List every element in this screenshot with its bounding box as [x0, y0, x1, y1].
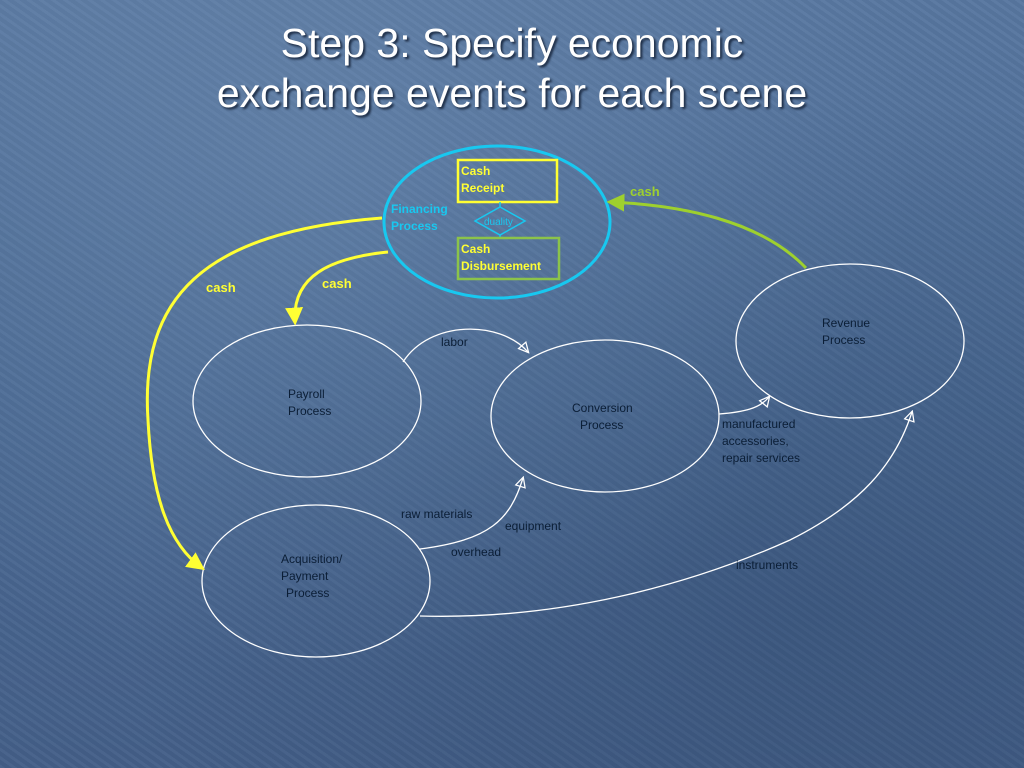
financing-process-ellipse	[382, 144, 612, 300]
overhead-label: overhead	[451, 545, 501, 559]
cash-arrow-to-acquisition	[145, 216, 383, 571]
title-line-1: Step 3: Specify economic	[280, 20, 744, 66]
raw-materials-arrow	[419, 478, 523, 550]
instruments-arrow	[419, 412, 912, 617]
raw-materials-label: raw materials	[401, 507, 472, 521]
manufactured-arrow	[718, 397, 769, 415]
equipment-label: equipment	[505, 519, 562, 533]
financing-label-line2: Process	[391, 219, 438, 233]
cash-receipt-line1: Cash	[461, 164, 490, 178]
manufactured-label-line2: accessories,	[722, 434, 789, 448]
cash-disbursement-line1: Cash	[461, 242, 490, 256]
manufactured-label-line1: manufactured	[722, 417, 795, 431]
cash-arrow-to-payroll	[285, 250, 389, 326]
revenue-process-ellipse	[735, 263, 965, 419]
title-line-2: exchange events for each scene	[216, 70, 808, 116]
conversion-label-line1: Conversion	[572, 401, 633, 415]
revenue-label-line2: Process	[822, 333, 865, 347]
cash-label-to-acquisition: cash	[206, 280, 236, 295]
slide-title: Step 3: Specify economic exchange events…	[0, 18, 1024, 118]
instruments-label: instruments	[736, 558, 798, 572]
duality-label: duality	[484, 217, 513, 228]
financing-label-line1: Financing	[391, 202, 448, 216]
cash-label-from-revenue: cash	[630, 184, 660, 199]
payroll-label-line1: Payroll	[288, 387, 325, 401]
acquisition-process-ellipse	[201, 504, 431, 658]
manufactured-label-line3: repair services	[722, 451, 800, 465]
revenue-label-line1: Revenue	[822, 316, 870, 330]
conversion-label-line2: Process	[580, 418, 623, 432]
payroll-process-ellipse	[192, 324, 422, 478]
acquisition-label-line2: Payment	[281, 569, 329, 583]
cash-arrow-from-revenue	[606, 193, 808, 270]
cash-receipt-line2: Receipt	[461, 181, 504, 195]
acquisition-label-line1: Acquisition/	[281, 552, 343, 566]
cash-label-to-payroll: cash	[322, 276, 352, 291]
acquisition-label-line3: Process	[286, 586, 329, 600]
conversion-process-ellipse	[490, 339, 720, 493]
cash-disbursement-box	[456, 236, 561, 281]
cash-disbursement-line2: Disbursement	[461, 259, 541, 273]
labor-label: labor	[441, 335, 468, 349]
payroll-label-line2: Process	[288, 404, 331, 418]
labor-arrow	[402, 328, 528, 363]
cash-receipt-box	[456, 158, 559, 204]
